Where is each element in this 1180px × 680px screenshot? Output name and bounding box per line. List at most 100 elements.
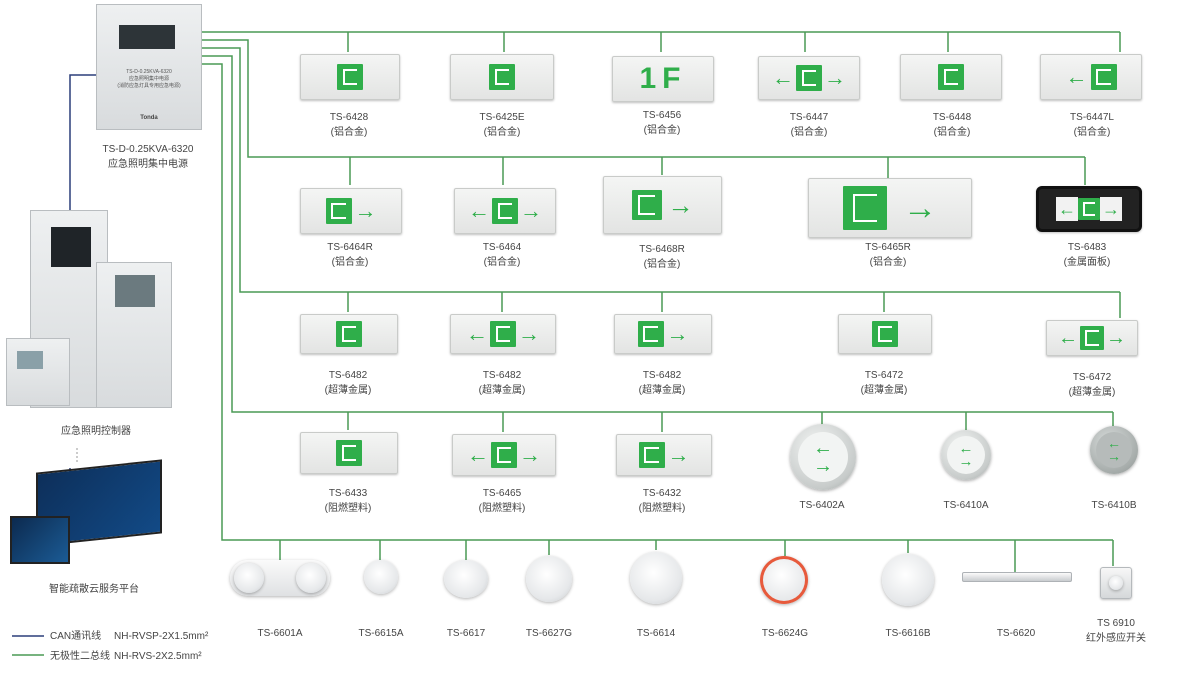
exit-sign-icon (300, 314, 398, 354)
product-material: (铝合金) (483, 127, 521, 138)
product-label: TS-6456(铝合金) (643, 108, 681, 138)
legend-bus-name: 无极性二总线 (50, 651, 110, 662)
right-exit-sign-icon: → (616, 434, 712, 476)
panel-unit-screen (17, 351, 43, 369)
product-model: TS-6447L (1070, 112, 1114, 123)
ceiling-light-icon (444, 560, 488, 598)
product-material: (超薄金属) (478, 385, 526, 396)
cloud-platform-label: 智能疏散云服务平台 (49, 584, 139, 595)
downlight-icon (760, 556, 808, 604)
product-model: TS-6464R (327, 242, 373, 253)
panel-line-1: TS-D-0.25KVA-6320 (126, 69, 172, 75)
brand-logo: Tonda (140, 115, 158, 121)
product-model: TS-6464 (482, 242, 522, 253)
product-material: (铝合金) (933, 127, 971, 138)
infrared-switch-icon (1100, 567, 1132, 599)
right-exit-sign-icon: → (603, 176, 722, 234)
product-label: TS-6472 (超薄金属) (1069, 370, 1116, 400)
product-material: (超薄金属) (324, 385, 372, 396)
power-unit-display (119, 25, 175, 49)
product-label: TS-6620 (996, 628, 1036, 639)
right-exit-sign-icon: → (808, 178, 972, 238)
product-label: TS-6483(金属面板) (1064, 240, 1111, 270)
product-material: (超薄金属) (638, 385, 686, 396)
controller-panel-unit (6, 338, 70, 406)
cloud-platform-monitor-2 (10, 516, 70, 564)
bus-line-row3 (200, 47, 1121, 318)
product-model: TS-6468R (639, 244, 685, 255)
product-model: TS-6428 (329, 112, 369, 123)
product-label: TS-6402A (799, 498, 844, 513)
legend-can-spec: NH-RVSP-2X1.5mm² (114, 631, 209, 642)
controller-console (96, 262, 172, 408)
right-exit-sign-icon: → (614, 314, 712, 354)
product-material: (阻燃塑料) (478, 503, 526, 514)
product-label: TS-6624G (761, 628, 809, 639)
round-floor-arrow-icon: ←→ (1090, 426, 1138, 474)
product-material: (铝合金) (869, 257, 907, 268)
ceiling-light-icon (526, 556, 572, 602)
round-floor-arrow-icon: ←→ (941, 430, 991, 480)
product-label: TS-6465R(铝合金) (865, 240, 911, 270)
product-material: (超薄金属) (860, 385, 908, 396)
product-label: TS-6616B (885, 628, 931, 639)
product-material: (超薄金属) (1068, 387, 1116, 398)
panel-line-3: (消防应急灯具专用应急电源) (117, 83, 181, 89)
product-model: TS 6910 (1097, 618, 1135, 629)
product-label: TS-6614 (636, 628, 676, 639)
product-material: (金属面板) (1063, 257, 1111, 268)
bidirectional-exit-sign-icon: ←→ (450, 314, 556, 354)
product-label: TS-6447L(铝合金) (1070, 110, 1114, 140)
product-label: TS-6615A (358, 628, 404, 639)
product-model: TS-6410B (1091, 500, 1137, 511)
bus-line-row1 (200, 31, 1121, 52)
product-label: TS-6447(铝合金) (790, 110, 828, 140)
product-model: TS-6472 (1072, 372, 1112, 383)
power-unit-panel-text: TS-D-0.25KVA-6320 应急照明集中电源 (消防应急灯具专用应急电源… (103, 69, 195, 90)
product-label: TS-6482 (超薄金属) (639, 368, 686, 398)
product-model: TS-6432 (642, 488, 682, 499)
product-label: TS-6601A (257, 628, 303, 639)
power-unit-model: TS-D-0.25KVA-6320 (102, 144, 194, 155)
floor-sign-icon: 1F (612, 56, 714, 102)
left-exit-sign-icon: ← (1040, 54, 1142, 100)
product-material: (铝合金) (643, 125, 681, 136)
product-model: TS-6482 (482, 370, 522, 381)
bidirectional-exit-sign-icon: ←→ (452, 434, 556, 476)
linear-light-icon (962, 572, 1072, 582)
product-model: TS-6482 (642, 370, 682, 381)
product-material: (铝合金) (330, 127, 368, 138)
bus-line-row4 (200, 55, 1114, 432)
bidirectional-exit-sign-icon: ←→ (454, 188, 556, 234)
product-model: TS-6482 (328, 370, 368, 381)
bus-line-row2 (200, 39, 1086, 185)
product-model: TS-6448 (932, 112, 972, 123)
round-floor-arrow-icon: ←→ (790, 424, 856, 490)
product-label: TS-6448 (铝合金) (933, 110, 971, 140)
product-material: (铝合金) (483, 257, 521, 268)
panel-line-2: 应急照明集中电源 (128, 76, 169, 82)
product-label: TS-6410A (943, 498, 988, 513)
product-model: TS-6425E (479, 112, 525, 123)
product-model: TS-6447 (789, 112, 829, 123)
power-unit-label: TS-D-0.25KVA-6320 应急照明集中电源 (103, 142, 194, 172)
right-exit-sign-icon: → (300, 188, 402, 234)
product-label: TS-6472(超薄金属) (861, 368, 908, 398)
controller-label: 应急照明控制器 (61, 426, 131, 437)
product-material: (阻燃塑料) (638, 503, 686, 514)
floor-text: 1F (639, 62, 687, 95)
product-label: TS-6432 (阻燃塑料) (639, 486, 686, 516)
ceiling-light-icon (630, 552, 682, 604)
bus-line-bottom (200, 63, 1114, 572)
exit-sign-icon (900, 54, 1002, 100)
console-screen (115, 275, 155, 307)
product-label: TS-6482 (超薄金属) (325, 368, 372, 398)
product-label: TS-6464 (铝合金) (483, 240, 521, 270)
exit-sign-icon (450, 54, 554, 100)
power-unit-name: 应急照明集中电源 (108, 159, 188, 170)
bidirectional-exit-sign-icon: ←→ (1036, 186, 1142, 232)
controller-screen (51, 227, 91, 267)
